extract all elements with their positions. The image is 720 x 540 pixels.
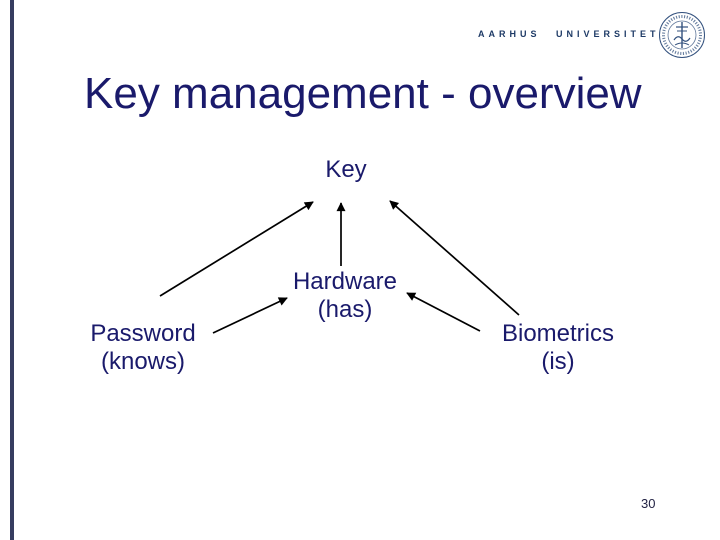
aarhus-university-seal-icon <box>659 12 705 58</box>
left-accent-bar <box>10 0 14 540</box>
page-number: 30 <box>641 496 656 511</box>
node-biometrics-label: Biometrics <box>501 320 615 347</box>
node-hardware-sublabel: (has) <box>317 296 373 323</box>
node-biometrics-sublabel: (is) <box>541 348 575 375</box>
diagram-node-password: Password (knows) <box>63 320 223 376</box>
node-password-label: Password <box>90 320 196 347</box>
university-header: AARHUS UNIVERSITET <box>478 29 660 39</box>
node-password-sublabel: (knows) <box>100 348 185 375</box>
diagram-node-biometrics: Biometrics (is) <box>478 320 638 376</box>
diagram-node-key: Key <box>266 156 426 184</box>
slide-title: Key management - overview <box>84 69 642 118</box>
node-hardware-label: Hardware <box>292 268 398 295</box>
diagram-node-hardware: Hardware (has) <box>265 268 425 324</box>
node-key-label: Key <box>325 156 367 183</box>
